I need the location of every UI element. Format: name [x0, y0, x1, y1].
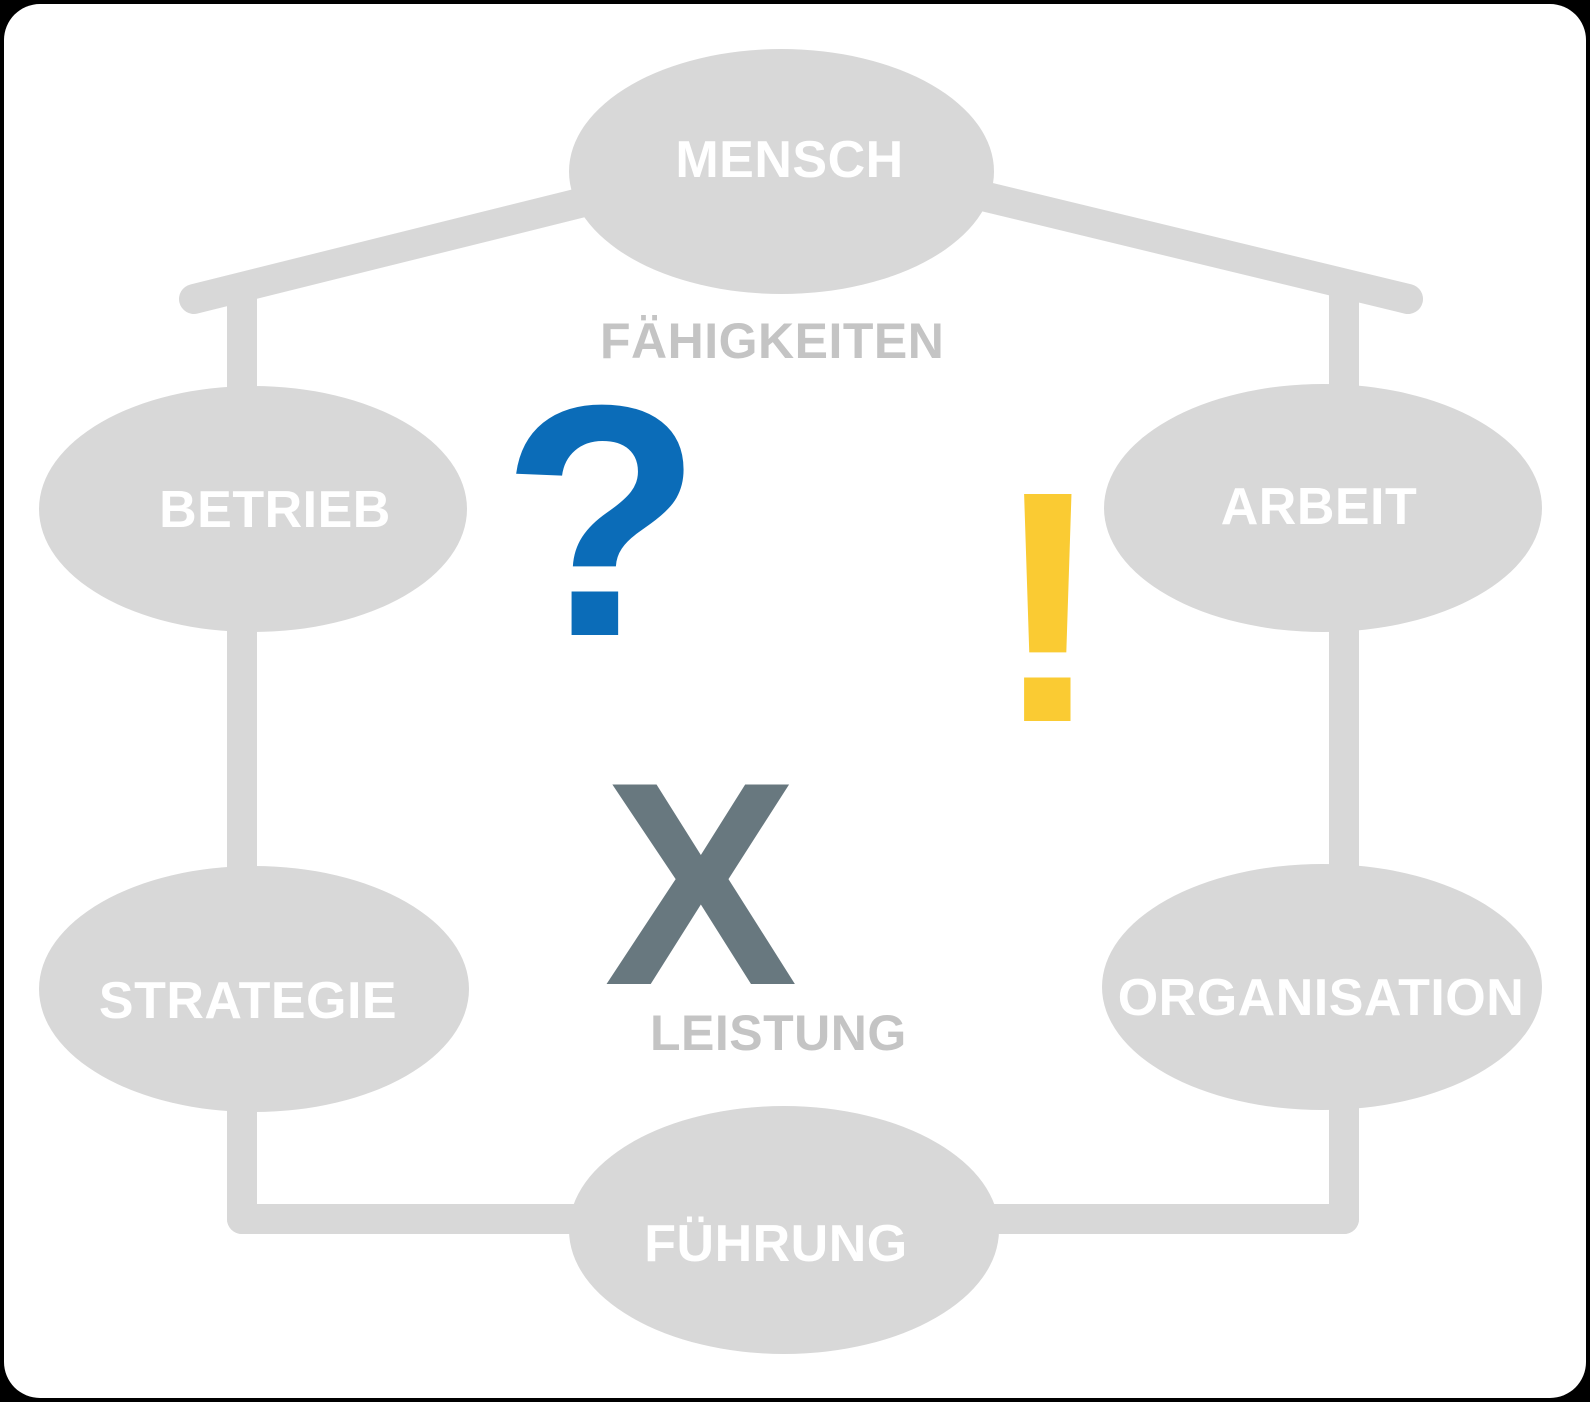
- roof-line-right: [951, 177, 1423, 314]
- cross-x-icon: X: [604, 722, 798, 1046]
- node-strategie-label: STRATEGIE: [98, 972, 398, 1030]
- diagram-stage: MENSCH BETRIEB ARBEIT STRATEGIE ORGANISA…: [4, 4, 1586, 1398]
- center-label-leistung: LEISTUNG: [650, 1005, 907, 1061]
- exclamation-mark-icon: !: [993, 422, 1103, 791]
- center-label-faehigkeiten: FÄHIGKEITEN: [600, 313, 945, 369]
- diagram-card: MENSCH BETRIEB ARBEIT STRATEGIE ORGANISA…: [4, 4, 1586, 1398]
- node-arbeit[interactable]: ARBEIT: [1104, 384, 1542, 632]
- node-mensch[interactable]: MENSCH: [569, 49, 994, 294]
- node-fuehrung[interactable]: FÜHRUNG: [569, 1106, 999, 1354]
- node-arbeit-label: ARBEIT: [1220, 478, 1418, 536]
- node-organisation[interactable]: ORGANISATION: [1102, 864, 1542, 1110]
- node-strategie[interactable]: STRATEGIE: [39, 866, 469, 1112]
- node-fuehrung-label: FÜHRUNG: [644, 1215, 908, 1273]
- roof-line-left: [179, 177, 639, 314]
- node-mensch-label: MENSCH: [675, 130, 904, 189]
- node-betrieb[interactable]: BETRIEB: [39, 386, 467, 632]
- question-mark-icon: ?: [501, 336, 703, 705]
- node-betrieb-label: BETRIEB: [159, 481, 391, 539]
- node-organisation-label: ORGANISATION: [1117, 969, 1525, 1027]
